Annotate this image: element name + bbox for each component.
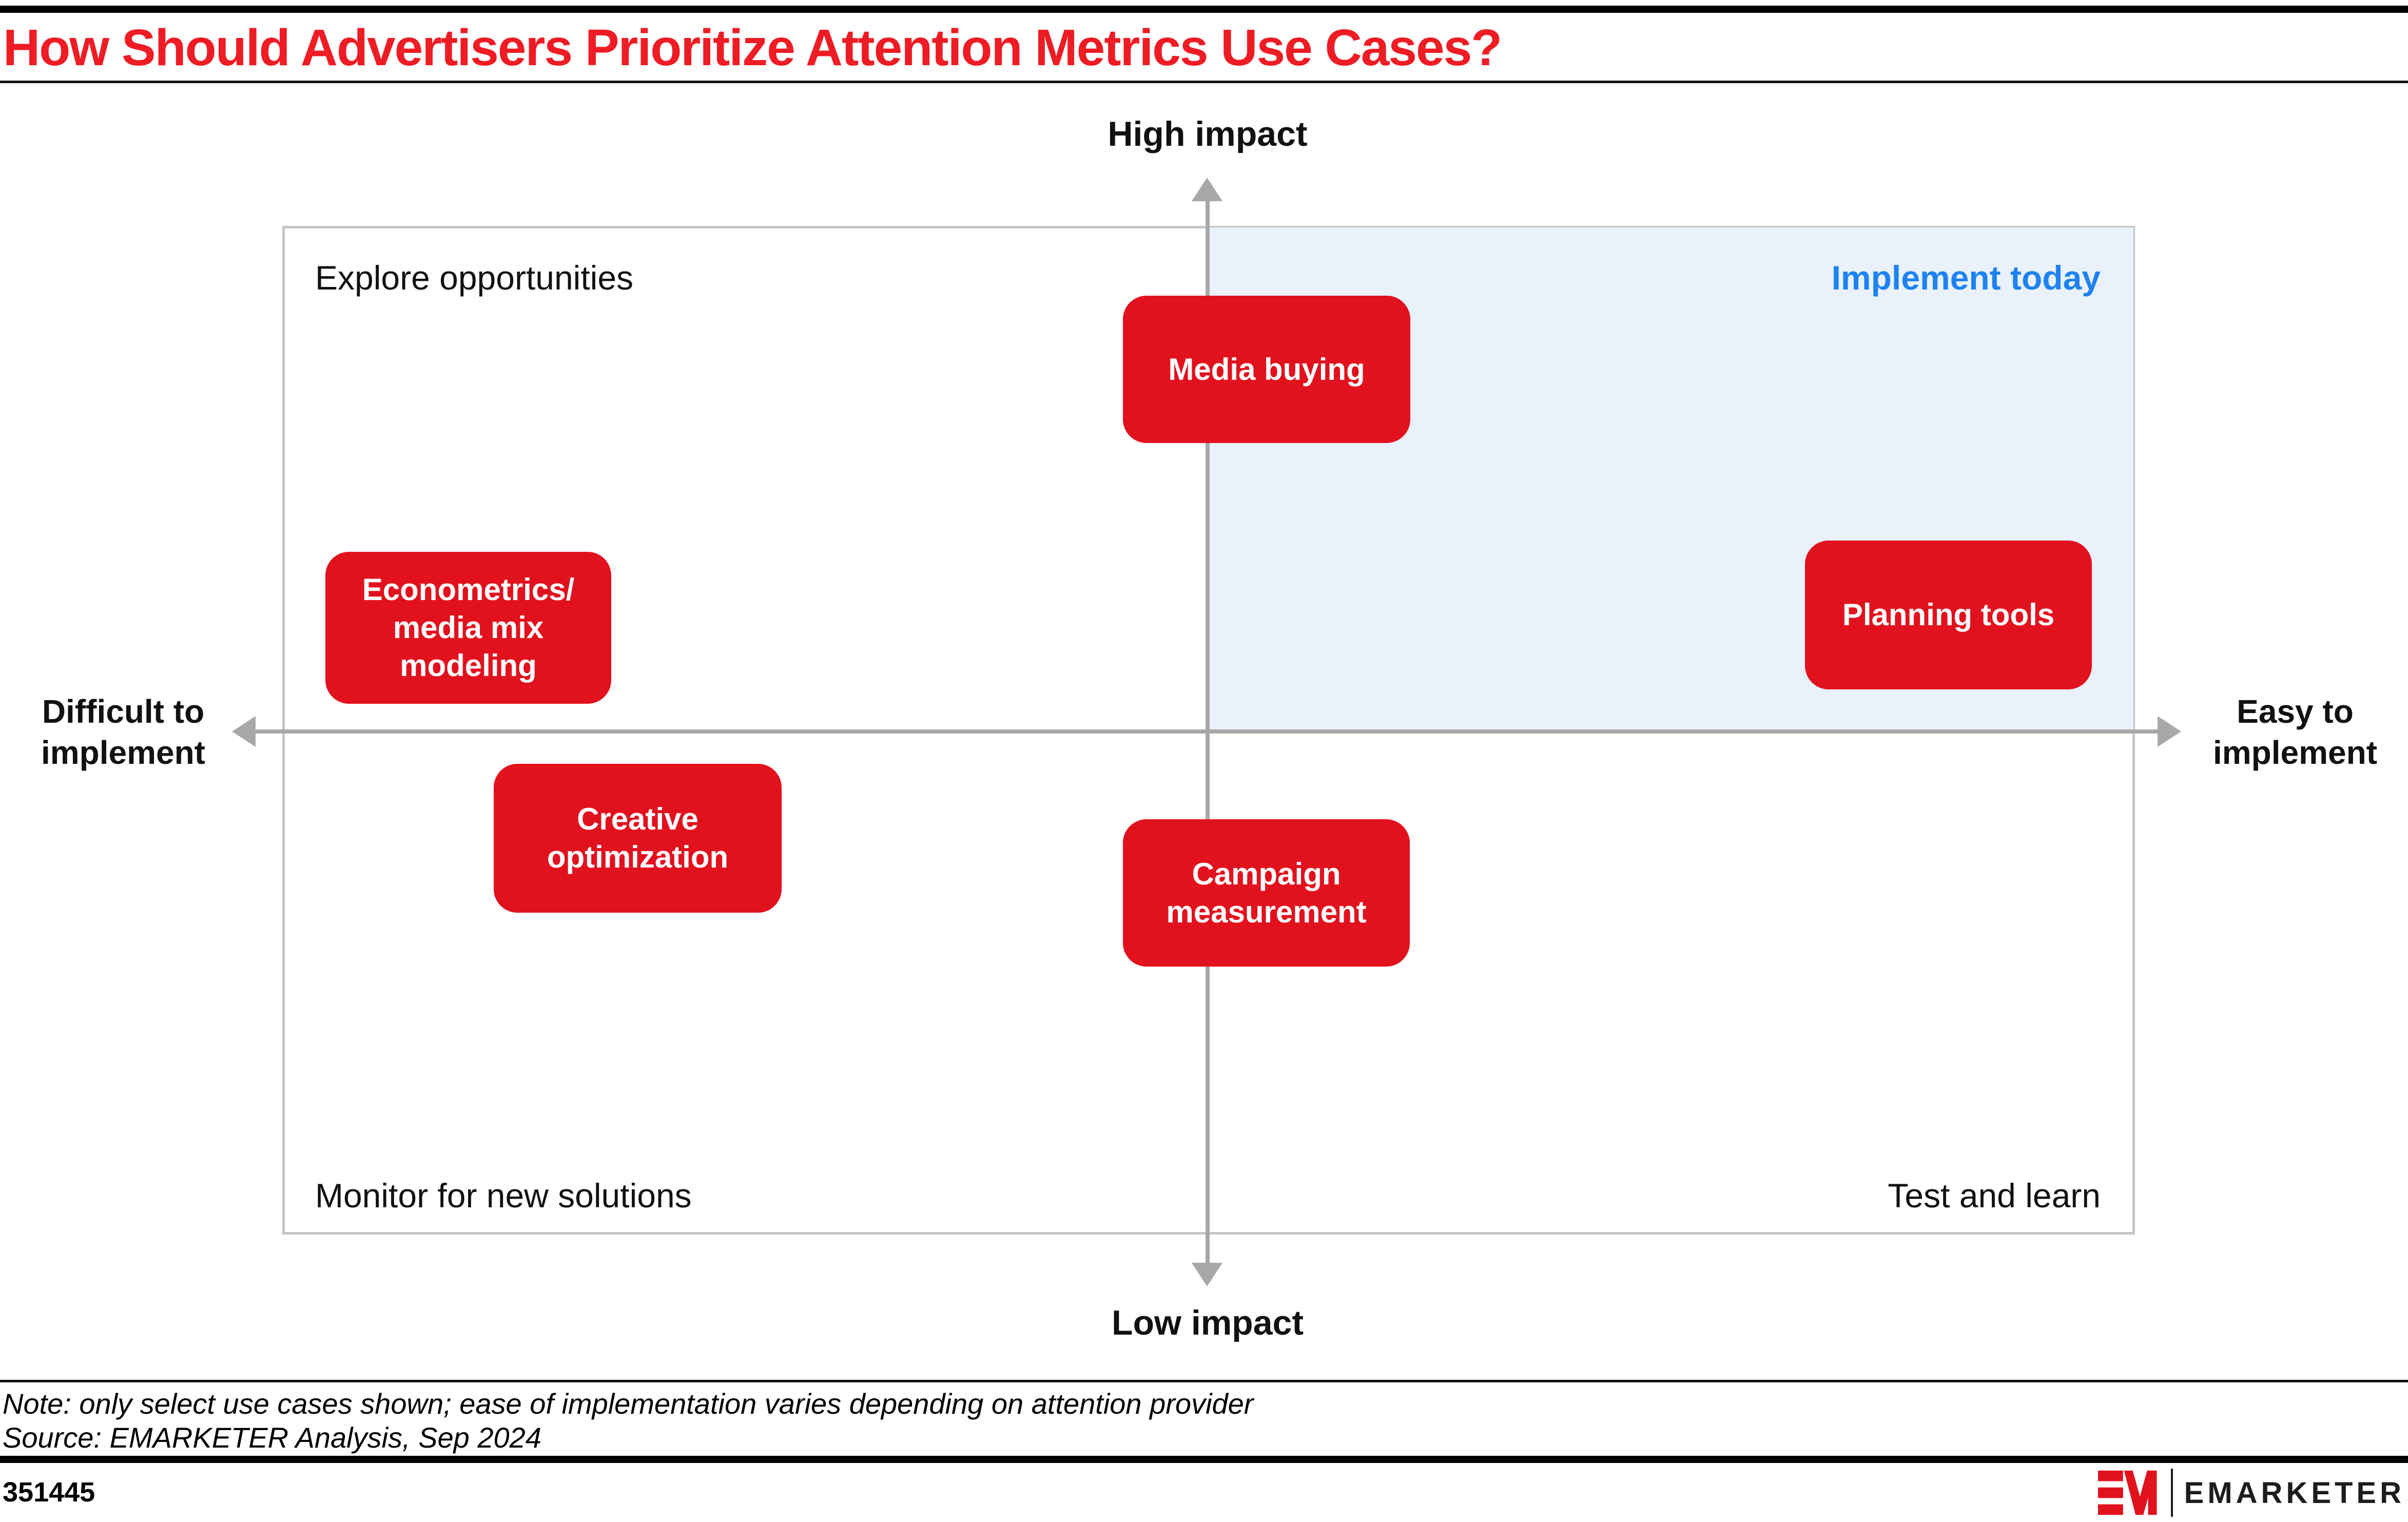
logo-divider — [2170, 1469, 2173, 1517]
emarketer-logo: EMARKETER — [2098, 1468, 2405, 1517]
arrow-down-icon — [1192, 1263, 1222, 1286]
quadrant-label-explore-opportunities: Explore opportunities — [315, 259, 634, 297]
arrow-right-icon — [2158, 716, 2181, 747]
axis-label-easy: Easy to implement — [2212, 693, 2378, 771]
use-case-box-creative-optimization: Creative optimization — [494, 764, 782, 913]
horizontal-axis-line — [256, 729, 2158, 734]
use-case-box-media-buying: Media buying — [1123, 296, 1410, 443]
chart-id: 351445 — [3, 1477, 95, 1508]
page-title: How Should Advertisers Prioritize Attent… — [3, 19, 1502, 76]
emarketer-logo-icon — [2098, 1470, 2157, 1515]
use-case-box-campaign-measurement: Campaign measurement — [1123, 819, 1410, 967]
quadrant-label-test-and-learn: Test and learn — [1888, 1177, 2101, 1215]
source-text: Source: EMARKETER Analysis, Sep 2024 — [3, 1421, 541, 1454]
axis-label-high-impact: High impact — [1108, 114, 1308, 153]
use-case-box-econometrics: Econometrics/ media mix modeling — [325, 552, 611, 704]
use-case-box-planning-tools: Planning tools — [1805, 541, 2092, 689]
footer-black-bar — [0, 1456, 2408, 1463]
title-divider — [0, 81, 2408, 83]
logo-wordmark: EMARKETER — [2184, 1476, 2405, 1510]
arrow-left-icon — [232, 716, 256, 747]
axis-label-low-impact: Low impact — [1111, 1303, 1304, 1342]
quadrant-label-implement-today: Implement today — [1831, 259, 2101, 297]
footer-top-rule — [0, 1380, 2408, 1382]
note-text: Note: only select use cases shown; ease … — [3, 1388, 1254, 1420]
axis-label-difficult: Difficult to implement — [41, 693, 206, 771]
arrow-up-icon — [1192, 178, 1222, 201]
quadrant-label-monitor-new-solutions: Monitor for new solutions — [315, 1177, 692, 1215]
top-black-bar — [0, 6, 2408, 13]
